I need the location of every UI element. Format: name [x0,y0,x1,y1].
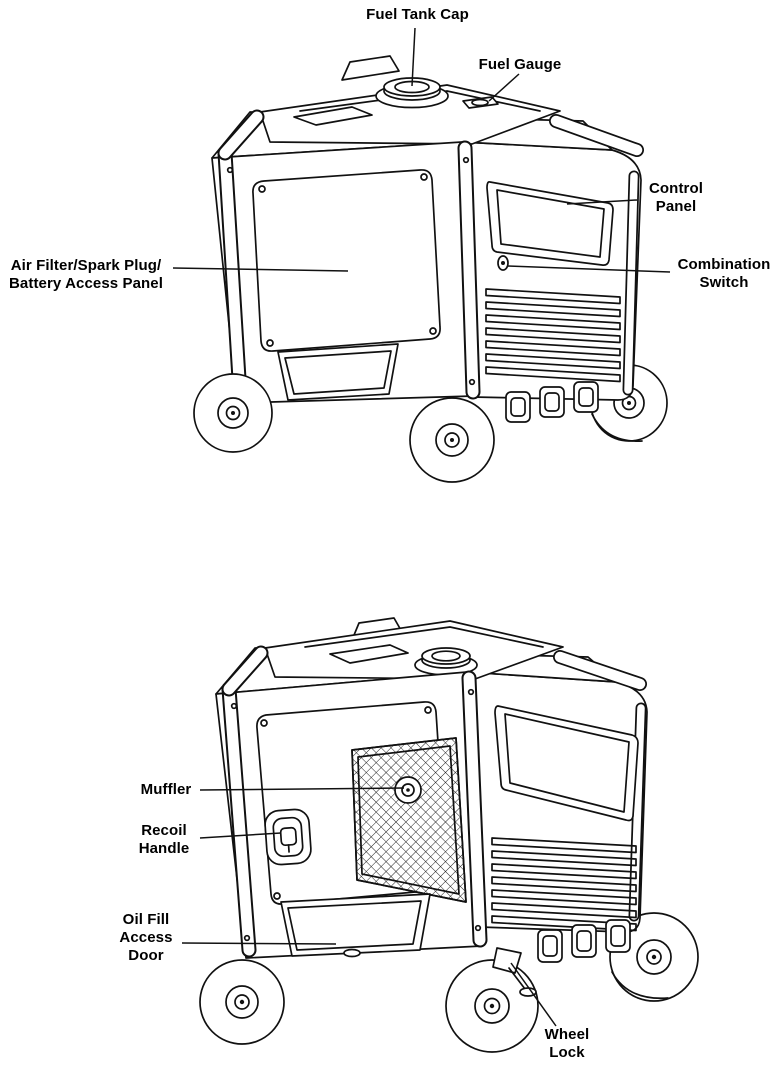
lift-handle-right [549,114,644,157]
access-panel [252,169,441,352]
label-fuel-gauge: Fuel Gauge [470,56,570,74]
label-muffler: Muffler [134,781,198,799]
label-line: Fuel Tank Cap [366,6,469,23]
label-line: Combination [677,256,771,273]
label-line: Air Filter/Spark Plug/ [10,257,162,274]
label-fuel-tank-cap: Fuel Tank Cap [330,6,505,24]
fuel-gauge-drawing [462,96,499,109]
front-left-wheel [199,959,285,1045]
label-line: Muffler [140,781,192,798]
combination-switch-drawing [497,255,509,271]
front-left-wheel [193,373,273,453]
leader-fuel-tank-cap [411,27,416,87]
front-right-wheel [409,397,495,483]
label-line: Control [648,180,704,197]
label-line: Access [119,929,173,946]
label-line: Oil Fill [122,911,170,928]
cooling-vents [491,837,637,932]
label-line: Fuel Gauge [478,56,562,73]
leader-lines [172,27,671,1027]
label-combination-switch: Combination Switch [672,256,776,292]
label-air-filter-spark-plug-battery-access-panel: Air Filter/Spark Plug/ Battery Access Pa… [2,257,170,293]
label-line: Wheel [544,1026,590,1043]
label-line: Panel [655,198,697,215]
frame-pillars [221,645,647,958]
leader-air-filter-panel [172,267,349,272]
leader-combination-switch [506,265,671,273]
figure-muffler-side-view [199,617,699,1053]
lift-handle-rear [341,55,400,81]
oil-fill-door-drawing [280,893,431,958]
recoil-handle-drawing [264,808,312,866]
leader-oil-fill-door [181,942,337,945]
base-feet [537,919,631,963]
fuel-tank [264,620,564,680]
label-oil-fill-access-door: Oil Fill Access Door [112,911,180,965]
label-wheel-lock: Wheel Lock [534,1026,600,1062]
fuel-cap-drawing [414,647,478,676]
leader-muffler [199,787,405,791]
label-line: Handle [138,840,190,857]
label-line: Switch [699,274,749,291]
leader-control-panel [566,199,638,205]
control-panel-window [494,705,639,822]
label-control-panel: Control Panel [638,180,714,216]
label-line: Lock [549,1044,585,1061]
label-recoil-handle: Recoil Handle [130,822,198,858]
cooling-vents [485,288,621,383]
muffler-grille [351,737,467,903]
label-line: Battery Access Panel [8,275,164,292]
base-feet [505,381,599,423]
leader-fuel-gauge [488,73,520,102]
front-right-wheel [445,959,539,1053]
front-recess [277,343,399,401]
label-line: Recoil [141,822,187,839]
label-line: Door [128,947,164,964]
lift-handle-right [553,650,647,691]
leader-wheel-lock [510,962,557,1027]
rear-wheel [609,912,699,1002]
leader-recoil-handle [199,832,282,839]
frame-pillars [217,109,640,403]
